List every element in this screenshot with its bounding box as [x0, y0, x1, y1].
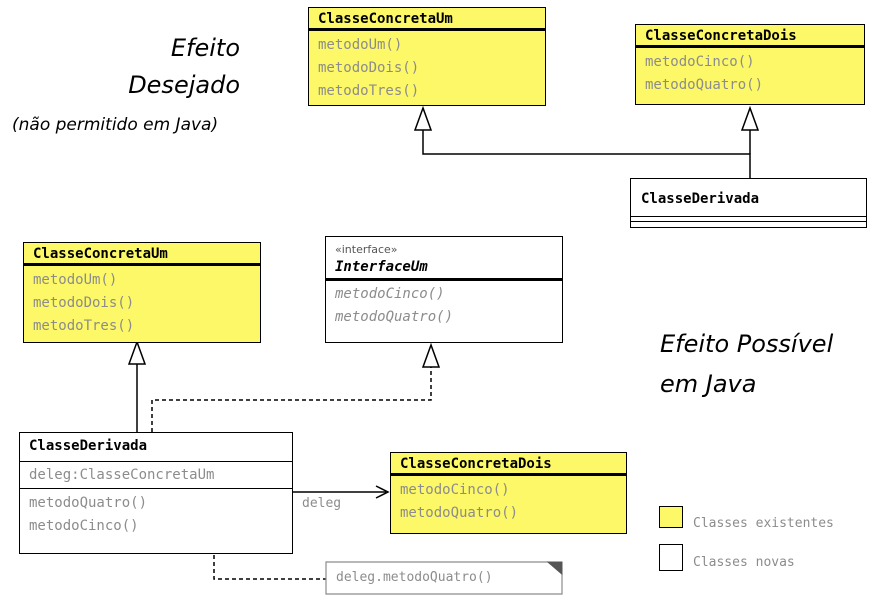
legend-swatch-existing — [659, 506, 683, 528]
note-fold — [546, 561, 563, 576]
association-label: deleg — [302, 496, 342, 511]
method-item: metodoQuatro() — [400, 505, 519, 521]
interface-name: InterfaceUm — [326, 256, 562, 281]
class-name: ClasseDerivada — [641, 191, 760, 207]
top-class-derivada[interactable]: ClasseDerivada — [630, 178, 867, 228]
bottom-inheritance-arrowhead — [127, 339, 147, 365]
method-item: metodoQuatro() — [335, 309, 454, 325]
class-divider — [631, 221, 866, 222]
legend-swatch-new — [659, 544, 683, 571]
legend-existing-label: Classes existentes — [693, 516, 834, 531]
realization-arrowhead — [421, 342, 441, 368]
method-item: metodoCinco() — [335, 286, 445, 302]
top-class-concreta-um[interactable]: ClasseConcretaUm metodoUm() metodoDois()… — [308, 7, 546, 106]
top-title-line1: Efeito — [170, 34, 240, 62]
interface-stereotype: «interface» — [335, 243, 398, 256]
method-item: metodoDois() — [33, 295, 135, 311]
top-subtitle: (não permitido em Java) — [12, 115, 219, 135]
note-box — [325, 561, 563, 595]
bottom-title-line1: Efeito Possível — [660, 330, 834, 358]
class-methods: metodoQuatro() metodoCinco() — [20, 489, 292, 538]
method-item: metodoTres() — [33, 318, 135, 334]
method-item: metodoTres() — [318, 83, 420, 99]
interface-methods: metodoCinco() metodoQuatro() — [326, 281, 562, 329]
method-item: metodoCinco() — [645, 54, 755, 70]
association-arrowhead — [375, 485, 390, 499]
bottom-class-concreta-dois[interactable]: ClasseConcretaDois metodoCinco() metodoQ… — [390, 452, 627, 534]
method-item: metodoCinco() — [29, 518, 139, 534]
class-name: ClasseDerivada — [20, 433, 292, 462]
method-item: metodoUm() — [318, 37, 403, 53]
realization-line — [151, 367, 432, 432]
top-class-concreta-dois[interactable]: ClasseConcretaDois metodoCinco() metodoQ… — [635, 24, 865, 105]
note-text: deleg.metodoQuatro() — [336, 570, 493, 585]
bottom-class-concreta-um[interactable]: ClasseConcretaUm metodoUm() metodoDois()… — [23, 242, 261, 343]
class-name: ClasseConcretaDois — [636, 25, 864, 48]
top-arrowhead-um — [413, 105, 433, 131]
interface-um[interactable]: «interface» InterfaceUm metodoCinco() me… — [325, 236, 563, 343]
method-item: metodoUm() — [33, 272, 118, 288]
top-generalization-lines — [422, 130, 751, 178]
class-name: ClasseConcretaUm — [309, 8, 545, 31]
method-item: metodoQuatro() — [29, 495, 148, 511]
bottom-class-derivada[interactable]: ClasseDerivada deleg:ClasseConcretaUm me… — [19, 432, 293, 554]
top-title-line2: Desejado — [128, 71, 240, 99]
method-item: metodoCinco() — [400, 482, 510, 498]
class-divider — [631, 216, 866, 217]
class-methods: metodoUm() metodoDois() metodoTres() — [24, 266, 260, 338]
class-methods: metodoCinco() metodoQuatro() — [636, 48, 864, 97]
class-methods: metodoUm() metodoDois() metodoTres() — [309, 31, 545, 103]
class-attribute: deleg:ClasseConcretaUm — [20, 462, 292, 489]
method-item: metodoQuatro() — [645, 77, 764, 93]
class-methods: metodoCinco() metodoQuatro() — [391, 476, 626, 525]
class-name: ClasseConcretaDois — [391, 453, 626, 476]
bottom-title-line2: em Java — [660, 370, 757, 398]
top-arrowhead-dois — [740, 105, 760, 131]
legend-new-label: Classes novas — [693, 555, 795, 570]
method-item: metodoDois() — [318, 60, 420, 76]
class-name: ClasseConcretaUm — [24, 243, 260, 266]
